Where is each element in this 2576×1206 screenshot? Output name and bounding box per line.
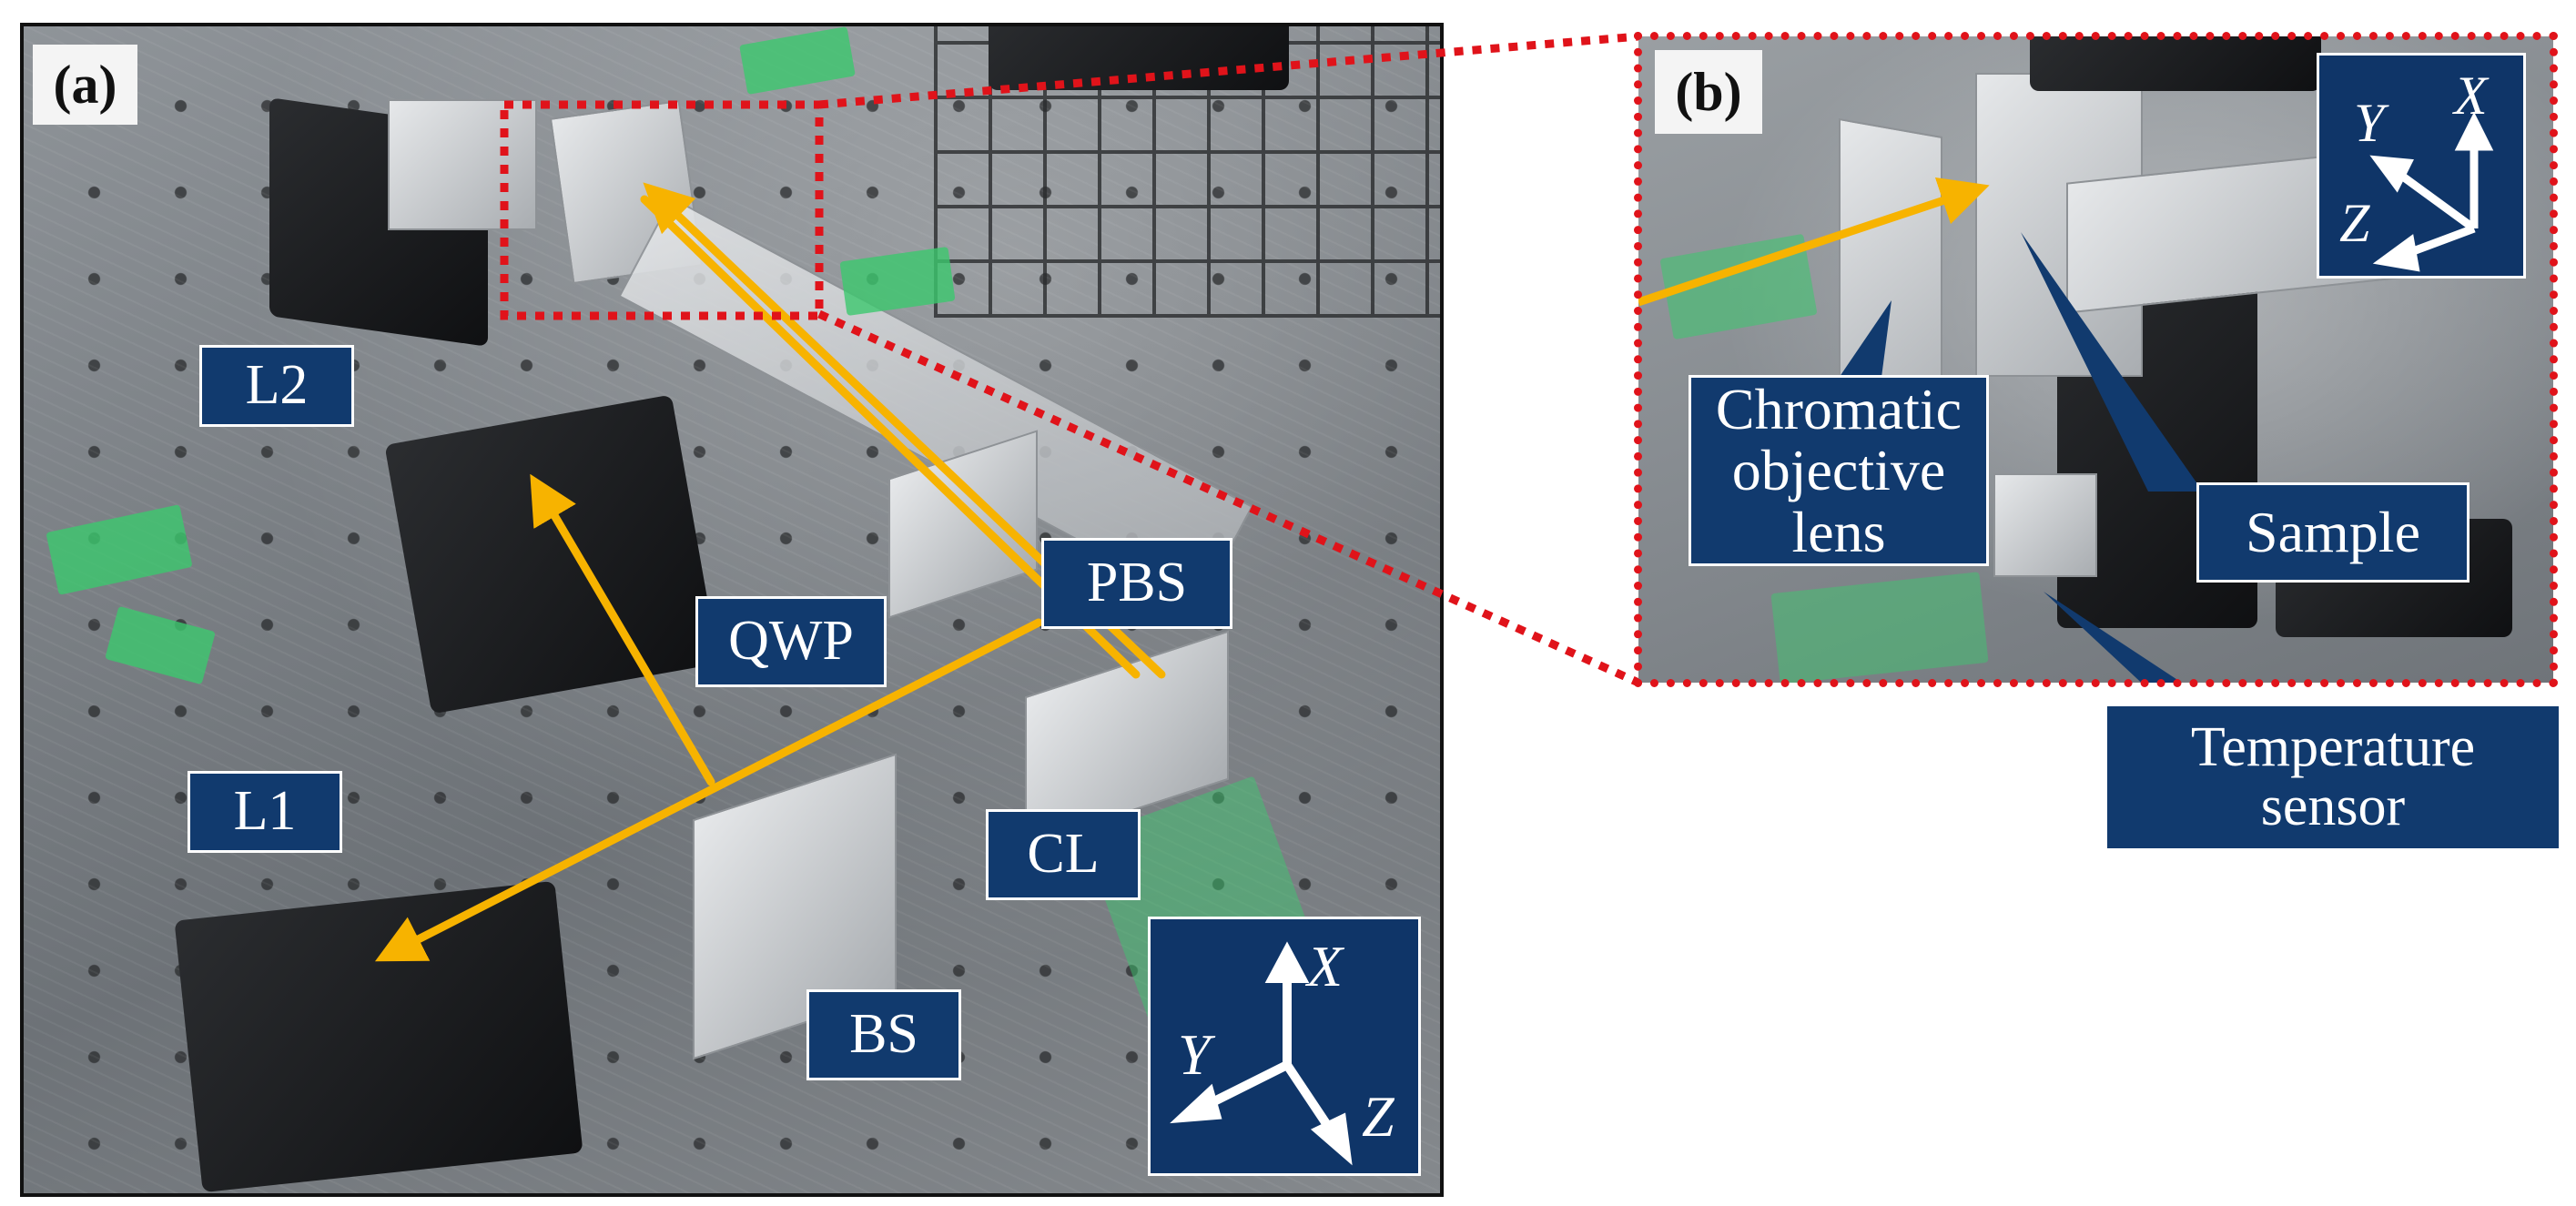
label-qwp: QWP — [695, 596, 887, 687]
callout-sample — [2021, 232, 2203, 492]
black-case — [2030, 36, 2321, 91]
label-l2: L2 — [199, 345, 354, 427]
axes-arrows-a — [1170, 941, 1353, 1166]
zoom-region-box — [500, 100, 824, 320]
axes-indicator-b: X Y Z — [2317, 53, 2526, 279]
rear-mount — [388, 99, 537, 230]
panel-b-photo: (b) Chromatic objective lens Sample X Y … — [1638, 36, 2553, 683]
zoom-panel-border — [1634, 32, 2558, 687]
axis-z-a: Z — [1362, 1084, 1394, 1149]
beam-pbs-to-l1 — [374, 618, 1043, 962]
label-chromatic-lens-line2: objective lens — [1731, 438, 1946, 564]
label-bs: BS — [806, 989, 961, 1080]
panel-b-tag: (b) — [1655, 50, 1762, 134]
label-temperature-sensor-line2: sensor — [2260, 775, 2406, 837]
label-chromatic-lens: Chromatic objective lens — [1689, 375, 1989, 566]
beam-to-sample — [1638, 177, 1990, 307]
axes-indicator-a: X Y Z — [1148, 917, 1421, 1176]
panel-a-photo: (a) L2 L1 QWP PBS CL BS X Y Z — [20, 23, 1444, 1197]
axis-z-b: Z — [2339, 193, 2370, 253]
callout-lens — [1830, 300, 1891, 391]
keyboard — [989, 26, 1289, 90]
label-sample: Sample — [2196, 482, 2470, 583]
label-pbs: PBS — [1041, 538, 1232, 629]
sensor-block — [1993, 473, 2097, 577]
label-temperature-sensor-line1: Temperature — [2190, 715, 2476, 778]
axis-y-a: Y — [1178, 1022, 1211, 1087]
axis-x-b: X — [2454, 66, 2488, 126]
label-cl: CL — [986, 809, 1141, 900]
label-temperature-sensor: Temperature sensor — [2104, 704, 2561, 851]
axis-x-a: X — [1307, 934, 1344, 998]
label-chromatic-lens-line1: Chromatic — [1715, 377, 1962, 442]
axes-arrows-b — [2369, 111, 2494, 272]
panel-a-tag: (a) — [33, 45, 137, 125]
axis-y-b: Y — [2354, 93, 2385, 153]
beam-overlay-b — [1638, 177, 2203, 683]
label-l1: L1 — [188, 771, 342, 853]
beam-bs-to-l2 — [530, 473, 715, 786]
